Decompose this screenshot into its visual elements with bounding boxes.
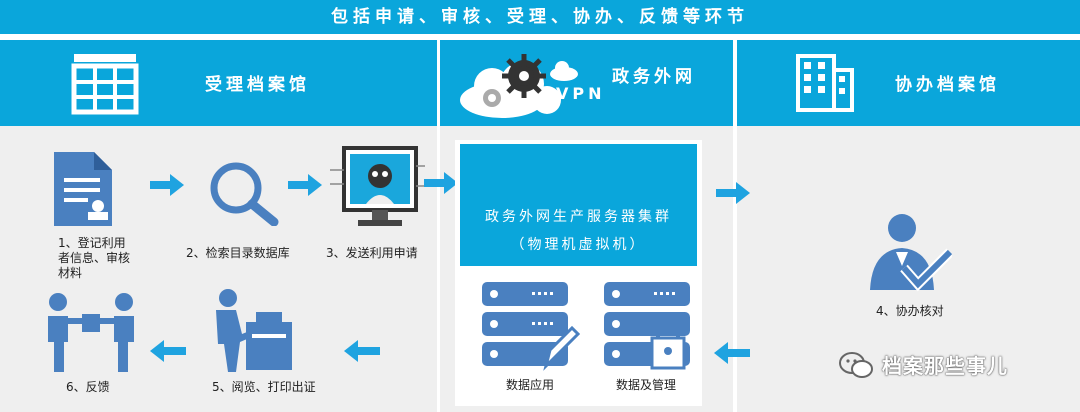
arrow-right-icon (288, 174, 322, 196)
arrow-left-icon (344, 340, 380, 362)
top-banner: 包括申请、审核、受理、协办、反馈等环节 (0, 0, 1080, 34)
cluster-subtitle: （物理机虚拟机） (510, 237, 647, 253)
step-4-label: 4、协办核对 (876, 304, 944, 318)
data-application-server-icon (482, 282, 580, 371)
arrow-right-icon (150, 174, 184, 196)
data-application-label: 数据应用 (506, 378, 555, 392)
data-management-label: 数据及管理 (616, 378, 677, 392)
middle-header-title: 政务外网 (612, 67, 696, 87)
step-2-label: 2、检索目录数据库 (186, 246, 290, 260)
arrow-right-icon (424, 172, 458, 194)
monitor-send-icon (330, 146, 425, 226)
server-cluster-box: 政务外网生产服务器集群 （物理机虚拟机） (460, 144, 697, 266)
vpn-label: VPN (556, 84, 606, 103)
register-document-icon (54, 152, 112, 226)
header-right: 协办档案馆 (737, 40, 1080, 126)
left-header-title: 受理档案馆 (205, 75, 310, 95)
arrow-left-icon (150, 340, 186, 362)
archive-building-icon (71, 54, 139, 115)
step-5-label: 5、阅览、打印出证 (212, 380, 316, 394)
print-certificate-icon (216, 289, 292, 372)
assist-building-icon (796, 54, 854, 112)
step-3-label: 3、发送利用申请 (326, 246, 418, 260)
data-management-server-icon (604, 282, 690, 370)
search-icon (210, 162, 279, 226)
verify-person-icon (870, 214, 952, 292)
watermark-text: 档案那些事儿 (882, 354, 1008, 378)
step-1-line-3: 材料 (58, 266, 83, 280)
feedback-handover-icon (48, 293, 134, 372)
header-middle: 政务外网 VPN (440, 40, 733, 126)
right-header-title: 协办档案馆 (895, 75, 1000, 95)
step-6-label: 6、反馈 (66, 380, 110, 394)
cluster-title: 政务外网生产服务器集群 (485, 209, 672, 225)
wechat-icon (839, 352, 873, 378)
step-1-line-2: 者信息、审核 (58, 251, 131, 265)
step-1-label: 1、登记利用 者信息、审核 材料 (58, 236, 130, 281)
arrow-left-icon (714, 342, 750, 364)
cloud-gear-icon (460, 54, 578, 118)
header-left: 受理档案馆 (0, 40, 437, 126)
arrow-right-icon (716, 182, 750, 204)
step-1-line-1: 1、登记利用 (58, 236, 126, 250)
